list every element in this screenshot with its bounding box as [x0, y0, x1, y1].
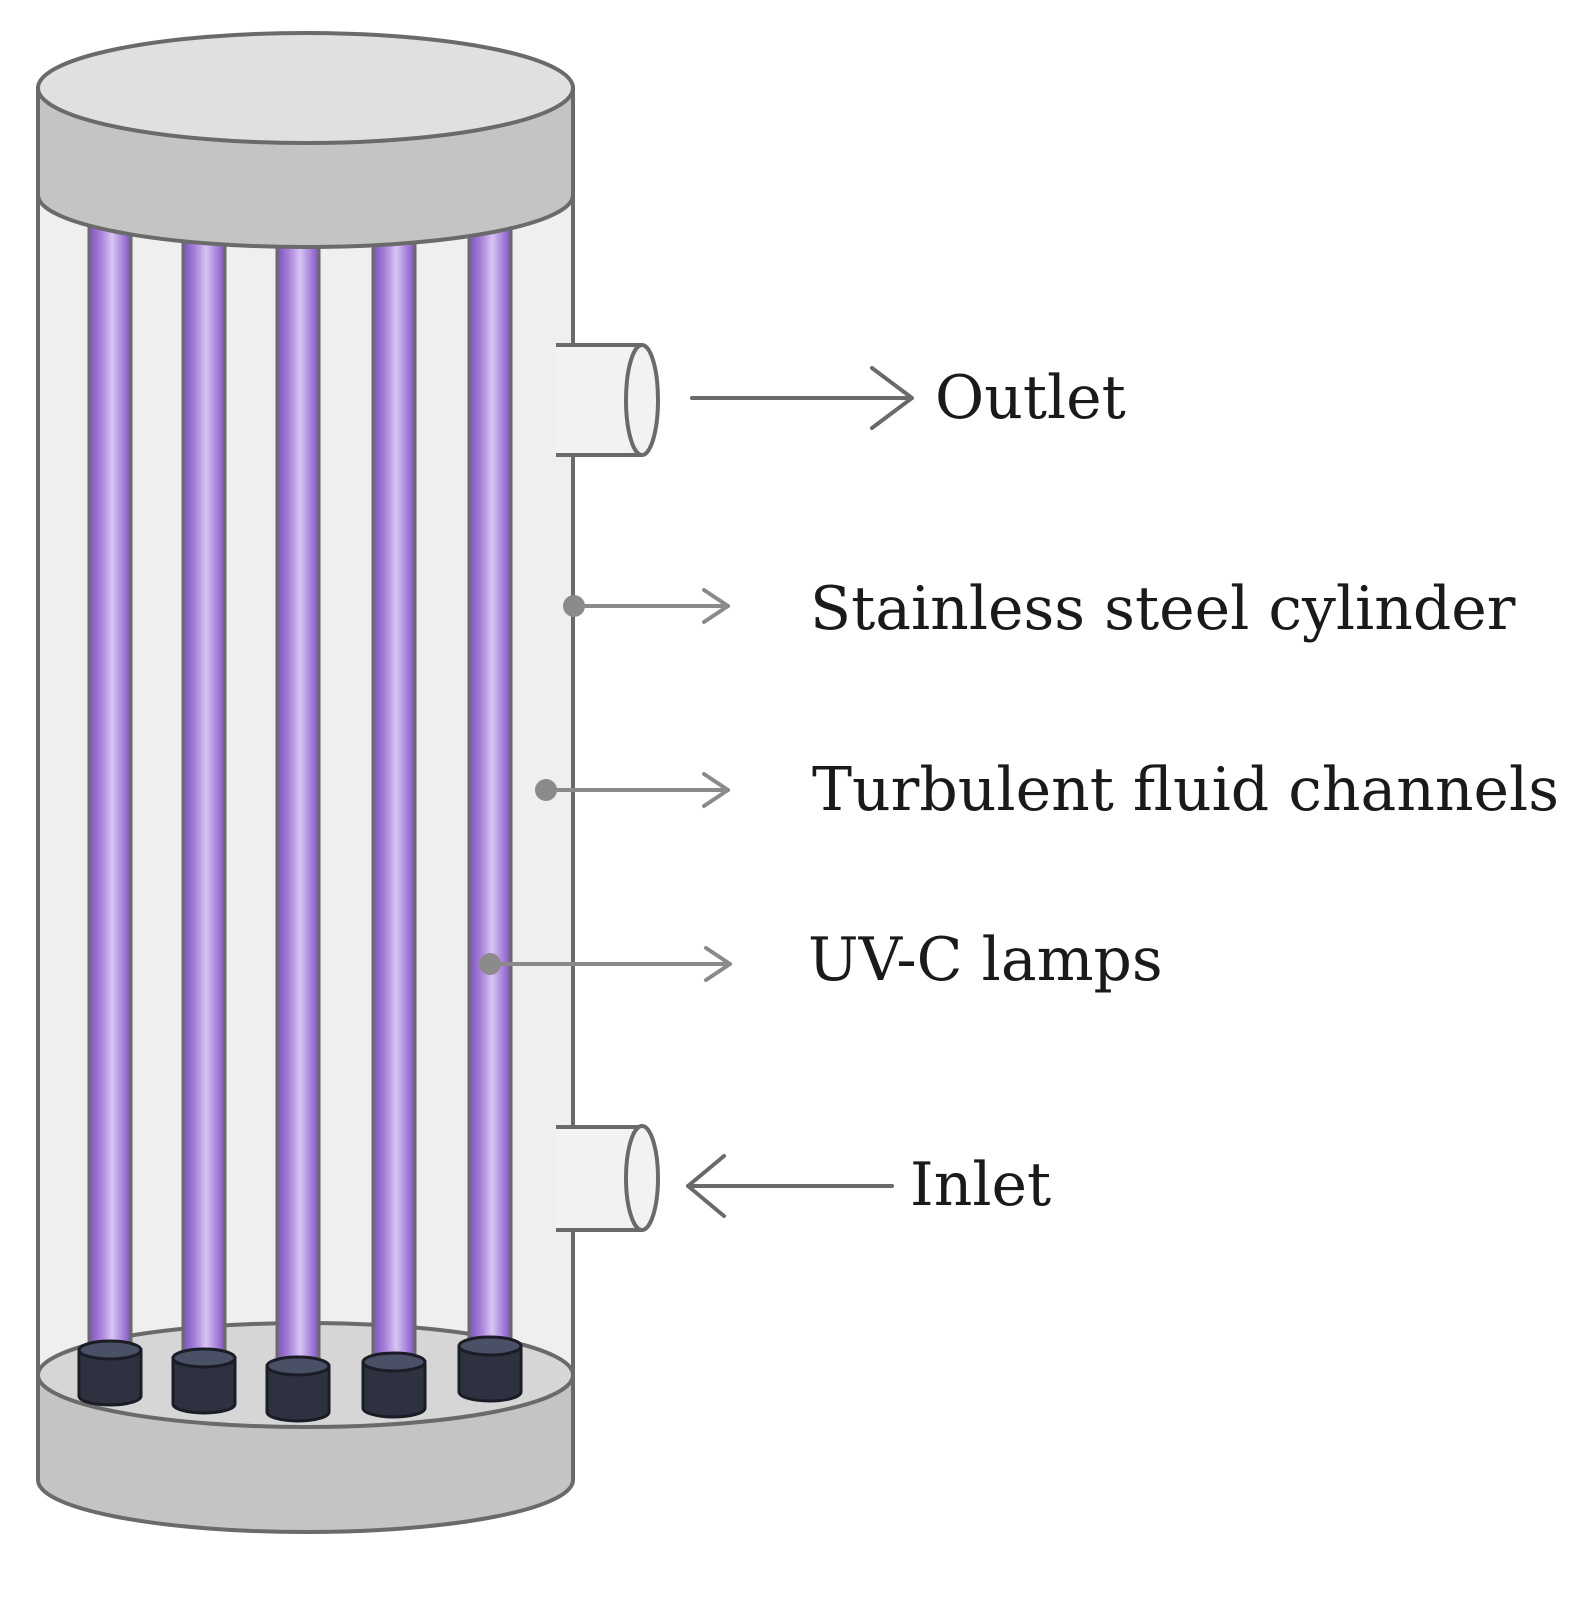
uv-lamp-base-top: [171, 1347, 237, 1369]
uv-lamp-base-top: [77, 1339, 143, 1361]
uv-lamp-base: [457, 1344, 523, 1403]
outlet-label: Outlet: [935, 363, 1126, 433]
uv-lamp: [77, 218, 143, 1407]
uv-lamp: [361, 236, 427, 1419]
channels-label: Turbulent fluid channels: [812, 755, 1559, 825]
uv-lamp-base: [361, 1360, 427, 1419]
lamps-label: UV-C lamps: [808, 925, 1163, 995]
top-cap: [36, 31, 575, 249]
cylinder-label: Stainless steel cylinder: [810, 574, 1516, 644]
uv-lamp-base: [77, 1348, 143, 1407]
inlet-label: Inlet: [910, 1150, 1051, 1220]
inlet-arrow: [686, 1154, 894, 1218]
uv-lamp: [171, 236, 237, 1415]
outlet-arrow: [690, 366, 914, 430]
uv-lamp-tube: [467, 220, 513, 1358]
uv-lamp-base: [171, 1356, 237, 1415]
uv-lamp-base: [265, 1364, 331, 1423]
uv-lamp-tube: [371, 236, 417, 1374]
outlet-pipe: [556, 343, 660, 457]
lamps-leader: [479, 946, 732, 982]
uv-lamp: [265, 242, 331, 1423]
uv-lamp: [457, 220, 523, 1403]
top-cap-top: [36, 31, 575, 145]
cylinder-leader: [563, 588, 730, 624]
uv-c-lamps: [77, 218, 523, 1423]
channels-leader: [535, 772, 730, 808]
uv-lamp-tube: [181, 236, 227, 1370]
inlet-pipe: [556, 1124, 660, 1232]
uv-lamp-base-top: [361, 1351, 427, 1373]
uv-lamp-tube: [87, 218, 133, 1362]
uv-lamp-base-top: [265, 1355, 331, 1377]
uv-lamp-tube: [275, 242, 321, 1378]
uv-lamp-base-top: [457, 1335, 523, 1357]
